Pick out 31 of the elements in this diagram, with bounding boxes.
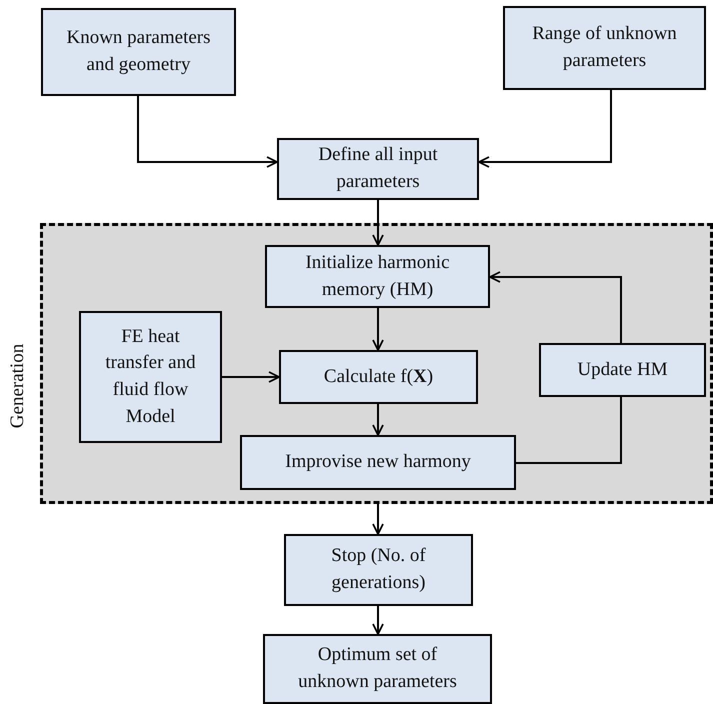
arrow — [222, 371, 280, 383]
box-label: Define all input parameters — [317, 143, 439, 194]
arrow — [372, 504, 384, 535]
process-box — [277, 138, 479, 200]
box-label: Range of unknown parameters — [531, 22, 678, 73]
arrow — [372, 606, 384, 635]
process-box — [263, 634, 492, 704]
process-box — [41, 8, 236, 96]
box-label: Initialize harmonic memory (HM) — [304, 250, 451, 302]
arrow — [489, 271, 622, 343]
box-label: FE heat transfer and fluid flow Model — [104, 324, 197, 429]
process-box — [503, 6, 706, 90]
process-box — [279, 350, 478, 404]
arrow — [372, 200, 384, 246]
box-label: Calculate f(X) — [324, 364, 434, 389]
arrow — [372, 404, 384, 436]
region-label: Generation — [7, 344, 30, 428]
arrow — [372, 308, 384, 351]
process-box — [265, 245, 490, 308]
box-label: Improvise new harmony — [285, 450, 471, 474]
process-box — [284, 534, 473, 606]
box-label: Known parameters and geometry — [65, 26, 212, 77]
box-label: Optimum set of unknown parameters — [297, 643, 458, 694]
arrow — [478, 90, 612, 168]
process-box — [240, 435, 516, 490]
process-box — [79, 311, 222, 443]
box-label: Stop (No. of generations) — [330, 544, 427, 595]
connector-line — [516, 397, 622, 464]
box-label: Update HM — [577, 358, 668, 382]
arrow — [137, 96, 278, 168]
process-box — [539, 343, 706, 397]
